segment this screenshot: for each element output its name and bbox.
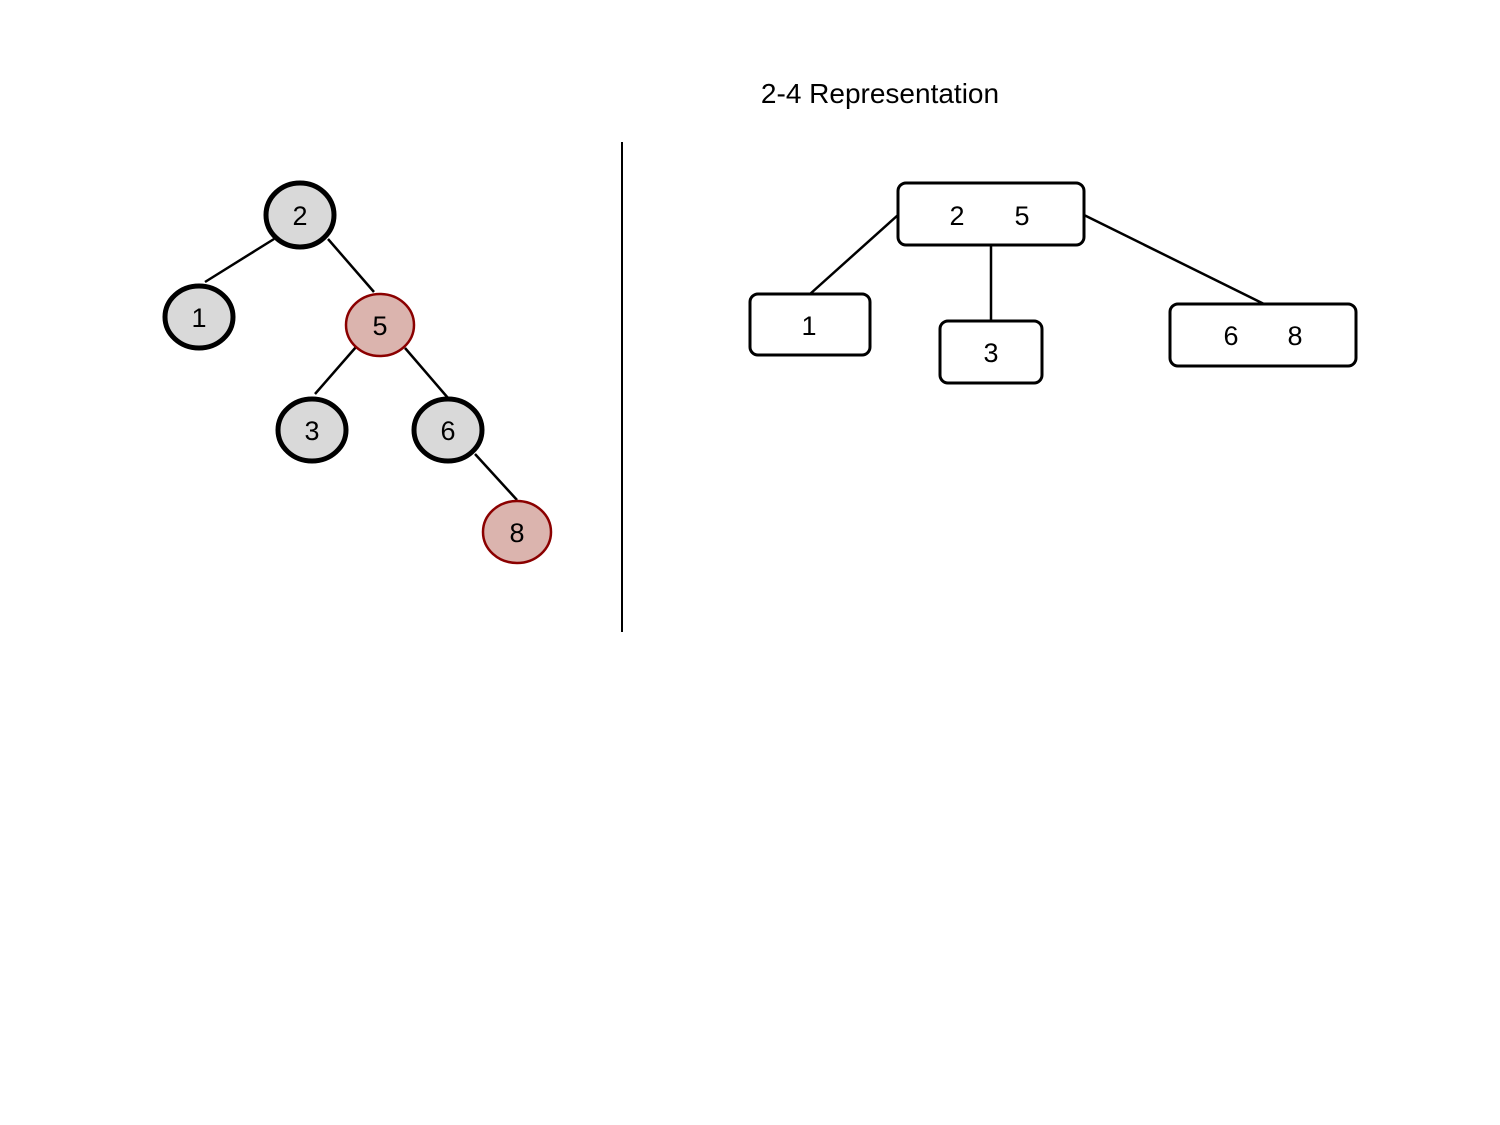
tf-node-box	[896, 181, 1086, 247]
tf-node-1: 1	[748, 292, 872, 357]
rb-edge-5-6	[404, 347, 449, 399]
tf-key-label: 1	[801, 311, 816, 341]
black-node-circle	[411, 396, 485, 464]
tf-key-label: 2	[949, 201, 964, 231]
tf-node-box	[938, 319, 1044, 385]
red-black-tree: 2 1 5 3 6 8	[162, 180, 553, 565]
tf-key-label: 8	[1287, 321, 1302, 351]
rb-node-2: 2	[263, 180, 337, 250]
tf-key-label: 5	[1014, 201, 1029, 231]
tf-key-label: 3	[983, 338, 998, 368]
rb-node-1: 1	[162, 283, 236, 351]
tf-node-3: 3	[938, 319, 1044, 385]
rb-edge-2-1	[204, 237, 275, 284]
rb-edge-5-3	[314, 346, 357, 395]
rb-node-8: 8	[481, 499, 553, 565]
rb-node-6: 6	[411, 396, 485, 464]
rb-node-label: 2	[292, 201, 307, 231]
rb-node-label: 5	[372, 311, 387, 341]
rb-node-3: 3	[275, 396, 349, 464]
tf-node-box	[748, 292, 872, 357]
rb-node-label: 8	[509, 518, 524, 548]
red-node-circle	[481, 499, 553, 565]
rb-edge-2-5	[327, 238, 375, 293]
rb-node-label: 6	[440, 416, 455, 446]
rb-node-5: 5	[344, 292, 416, 358]
tf-node-box	[1168, 302, 1358, 368]
rb-edge-6-8	[474, 453, 518, 501]
red-node-circle	[344, 292, 416, 358]
diagram-title: 2-4 Representation	[761, 78, 999, 109]
rb-node-label: 1	[191, 303, 206, 333]
tf-edge-1	[809, 214, 899, 295]
rb-node-label: 3	[304, 416, 319, 446]
tf-edge-68	[1083, 213, 1265, 306]
black-node-circle	[263, 180, 337, 250]
black-node-circle	[275, 396, 349, 464]
tf-key-label: 6	[1223, 321, 1238, 351]
black-node-circle	[162, 283, 236, 351]
